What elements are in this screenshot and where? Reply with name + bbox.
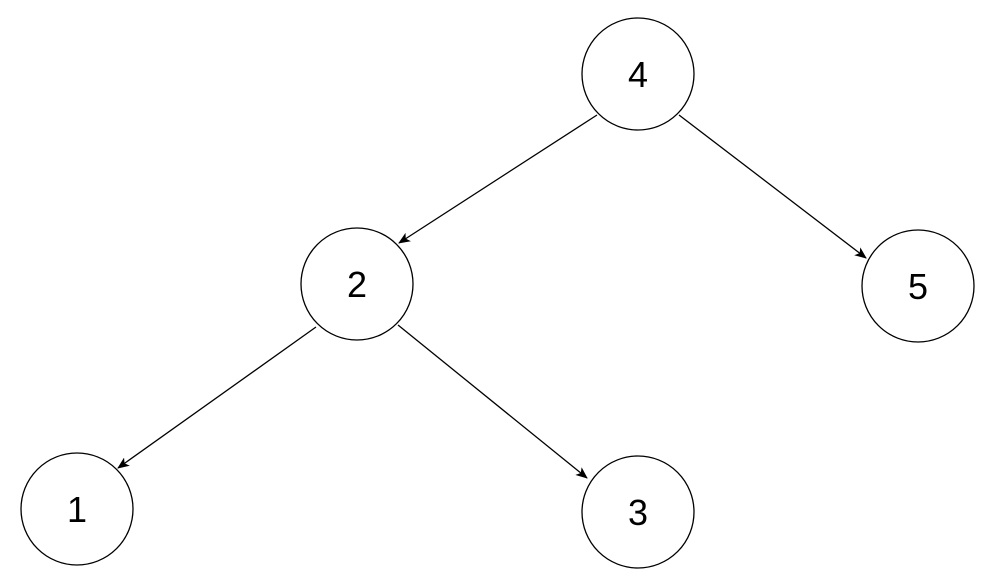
node-circle [581, 455, 695, 569]
node-label: 1 [67, 489, 87, 530]
node-circle [861, 229, 975, 343]
node-circle [20, 452, 134, 566]
tree-node-4: 4 [581, 17, 695, 131]
tree-node-3: 3 [581, 455, 695, 569]
edge-4-to-5 [678, 114, 867, 259]
tree-node-2: 2 [300, 227, 414, 341]
edge-2-to-1 [117, 326, 317, 469]
tree-node-1: 1 [20, 452, 134, 566]
node-label: 5 [908, 266, 928, 307]
node-label: 4 [628, 54, 648, 95]
node-circle [581, 17, 695, 131]
tree-node-5: 5 [861, 229, 975, 343]
edge-4-to-2 [398, 114, 598, 244]
node-circle [300, 227, 414, 341]
node-label: 2 [347, 264, 367, 305]
edge-2-to-3 [397, 324, 588, 479]
node-label: 3 [628, 492, 648, 533]
